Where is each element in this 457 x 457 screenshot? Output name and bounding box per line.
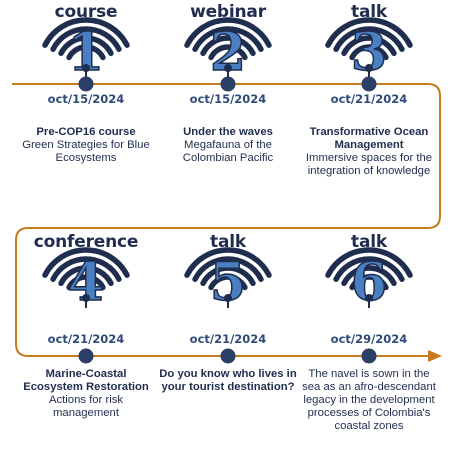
signal-arc (50, 26, 122, 52)
event-title: Marine-Coastal Ecosystem Restoration (23, 368, 149, 393)
signal-arc (42, 17, 130, 48)
wifi-signal-icon (184, 247, 272, 291)
event-date: oct/21/2024 (189, 332, 267, 346)
event-title: Transformative Ocean Management (309, 126, 429, 151)
event-type-label: talk (351, 232, 387, 252)
event-type-label: course (54, 2, 118, 22)
signal-arc (42, 247, 130, 278)
event-date: oct/21/2024 (330, 92, 408, 106)
event-date: oct/21/2024 (47, 332, 125, 346)
icon-dot (365, 294, 373, 302)
event-description: Do you know who lives in your tourist de… (158, 368, 298, 394)
wifi-signal-icon (325, 247, 413, 291)
signal-arc (50, 256, 122, 282)
signal-arc (200, 35, 256, 57)
event-subtitle: Green Strategies for Blue Ecosystems (22, 139, 150, 164)
event-type-label: talk (210, 232, 246, 252)
signal-arc (184, 17, 272, 48)
event-title: Pre-COP16 course (36, 126, 136, 138)
event-number: 2 (210, 22, 246, 83)
timeline-node-dot (361, 348, 377, 364)
icon-dot (224, 64, 232, 72)
timeline-node-dot (78, 348, 94, 364)
signal-arc (349, 44, 389, 61)
signal-arc (325, 17, 413, 48)
signal-arc (349, 274, 389, 291)
event-description: The navel is sown in the sea as an afro-… (299, 368, 439, 433)
wifi-signal-icon (42, 247, 130, 291)
event-subtitle: The navel is sown in the sea as an afro-… (302, 368, 436, 432)
event-type-label: webinar (190, 2, 266, 22)
signal-arc (66, 274, 106, 291)
event-type-label: talk (351, 2, 387, 22)
timeline-node-dot (361, 76, 377, 92)
event-subtitle: Actions for risk management (48, 394, 124, 419)
signal-arc (192, 26, 264, 52)
event-title: Do you know who lives in your tourist de… (159, 368, 297, 393)
event-subtitle: Immersive spaces for the integration of … (305, 152, 433, 177)
timeline-arrowhead (428, 350, 442, 362)
event-type-label: conference (33, 232, 139, 252)
signal-arc (208, 274, 248, 291)
wifi-signal-icon (42, 17, 130, 61)
icon-dot (82, 64, 90, 72)
wifi-signal-icon (325, 17, 413, 61)
event-subtitle: Megafauna of the Colombian Pacific (182, 139, 274, 164)
wifi-signal-icon (184, 17, 272, 61)
icon-dot (365, 64, 373, 72)
signal-arc (58, 265, 114, 287)
event-date: oct/29/2024 (330, 332, 408, 346)
timeline-node-dot (220, 348, 236, 364)
event-number: 1 (68, 22, 104, 83)
event-date: oct/15/2024 (189, 92, 267, 106)
signal-arc (184, 247, 272, 278)
timeline-node-dot (220, 76, 236, 92)
timeline-node-dot (78, 76, 94, 92)
signal-arc (66, 44, 106, 61)
signal-arc (341, 265, 397, 287)
signal-arc (333, 256, 405, 282)
signal-arc (208, 44, 248, 61)
event-title: Under the waves (183, 126, 273, 138)
signal-arc (192, 256, 264, 282)
timeline-connector-line (12, 83, 441, 357)
icon-dot (82, 294, 90, 302)
signal-arc (341, 35, 397, 57)
icon-dot (224, 294, 232, 302)
signal-arc (200, 265, 256, 287)
event-date: oct/15/2024 (47, 92, 125, 106)
signal-arc (58, 35, 114, 57)
signal-arc (325, 247, 413, 278)
signal-arc (333, 26, 405, 52)
